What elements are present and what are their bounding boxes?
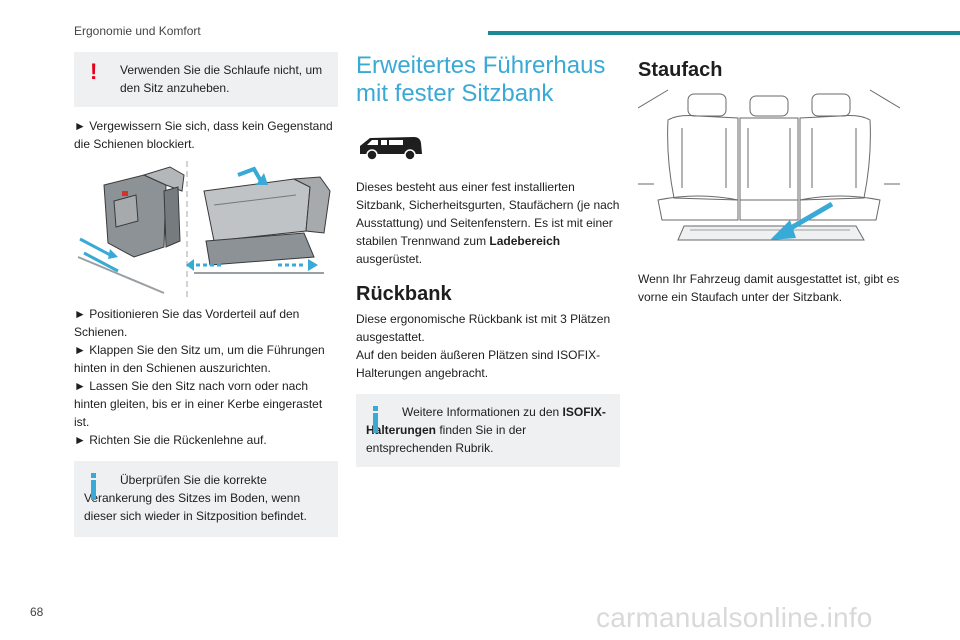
step-item: Positionieren Sie das Vorderteil auf den…: [74, 305, 338, 341]
info-icon: [91, 473, 96, 500]
body-line: Diese ergonomische Rückbank ist mit 3 Pl…: [356, 312, 611, 344]
page-number: 68: [30, 605, 44, 619]
warning-icon: !: [90, 59, 98, 84]
section-heading: Staufach: [638, 59, 723, 81]
step-item: Richten Sie die Rückenlehne auf.: [74, 431, 338, 449]
intro-paragraph: Dieses besteht aus einer fest installier…: [356, 180, 620, 266]
info-text: Überprüfen Sie die korrekte Verankerung …: [84, 473, 307, 523]
section-heading: Erweitertes Führerhaus mit fester Sitzba…: [356, 52, 606, 107]
column-middle: Erweitertes Führerhaus mit fester Sitzba…: [356, 52, 620, 467]
header-accent-bar: [488, 31, 960, 35]
body-line: Auf den beiden äußeren Plätzen sind ISOF…: [356, 348, 601, 380]
column-right: Staufach Wenn Ihr Fahrzeug damit ausgest…: [638, 52, 902, 306]
body-paragraph: Wenn Ihr Fahrzeug damit ausgestattet ist…: [638, 272, 900, 304]
step-item: Klappen Sie den Sitz um, um die Führunge…: [74, 341, 338, 377]
header-title: Ergonomie und Komfort: [74, 24, 201, 38]
info-box: Überprüfen Sie die korrekte Verankerung …: [74, 461, 338, 537]
watermark: carmanualsonline.info: [596, 602, 873, 633]
info-icon: [373, 406, 378, 433]
subsection-heading: Rückbank: [356, 283, 452, 305]
info-box: Weitere Informationen zu den ISOFIX-Halt…: [356, 394, 620, 467]
seat-illustration: [77, 161, 331, 297]
steps-list: Positionieren Sie das Vorderteil auf den…: [74, 305, 338, 449]
info-text: Weitere Informationen zu den ISOFIX-Halt…: [366, 405, 606, 455]
warning-text: Verwenden Sie die Schlaufe nicht, um den…: [120, 63, 323, 95]
storage-illustration: [638, 89, 900, 241]
van-icon: [360, 137, 422, 161]
column-left: ! Verwenden Sie die Schlaufe nicht, um d…: [74, 52, 338, 537]
seat-red-tab: [122, 191, 128, 196]
warning-box: ! Verwenden Sie die Schlaufe nicht, um d…: [74, 52, 338, 107]
step-check-rails: Vergewissern Sie sich, dass kein Gegenst…: [74, 117, 338, 153]
step-item: Lassen Sie den Sitz nach vorn oder nach …: [74, 377, 338, 431]
